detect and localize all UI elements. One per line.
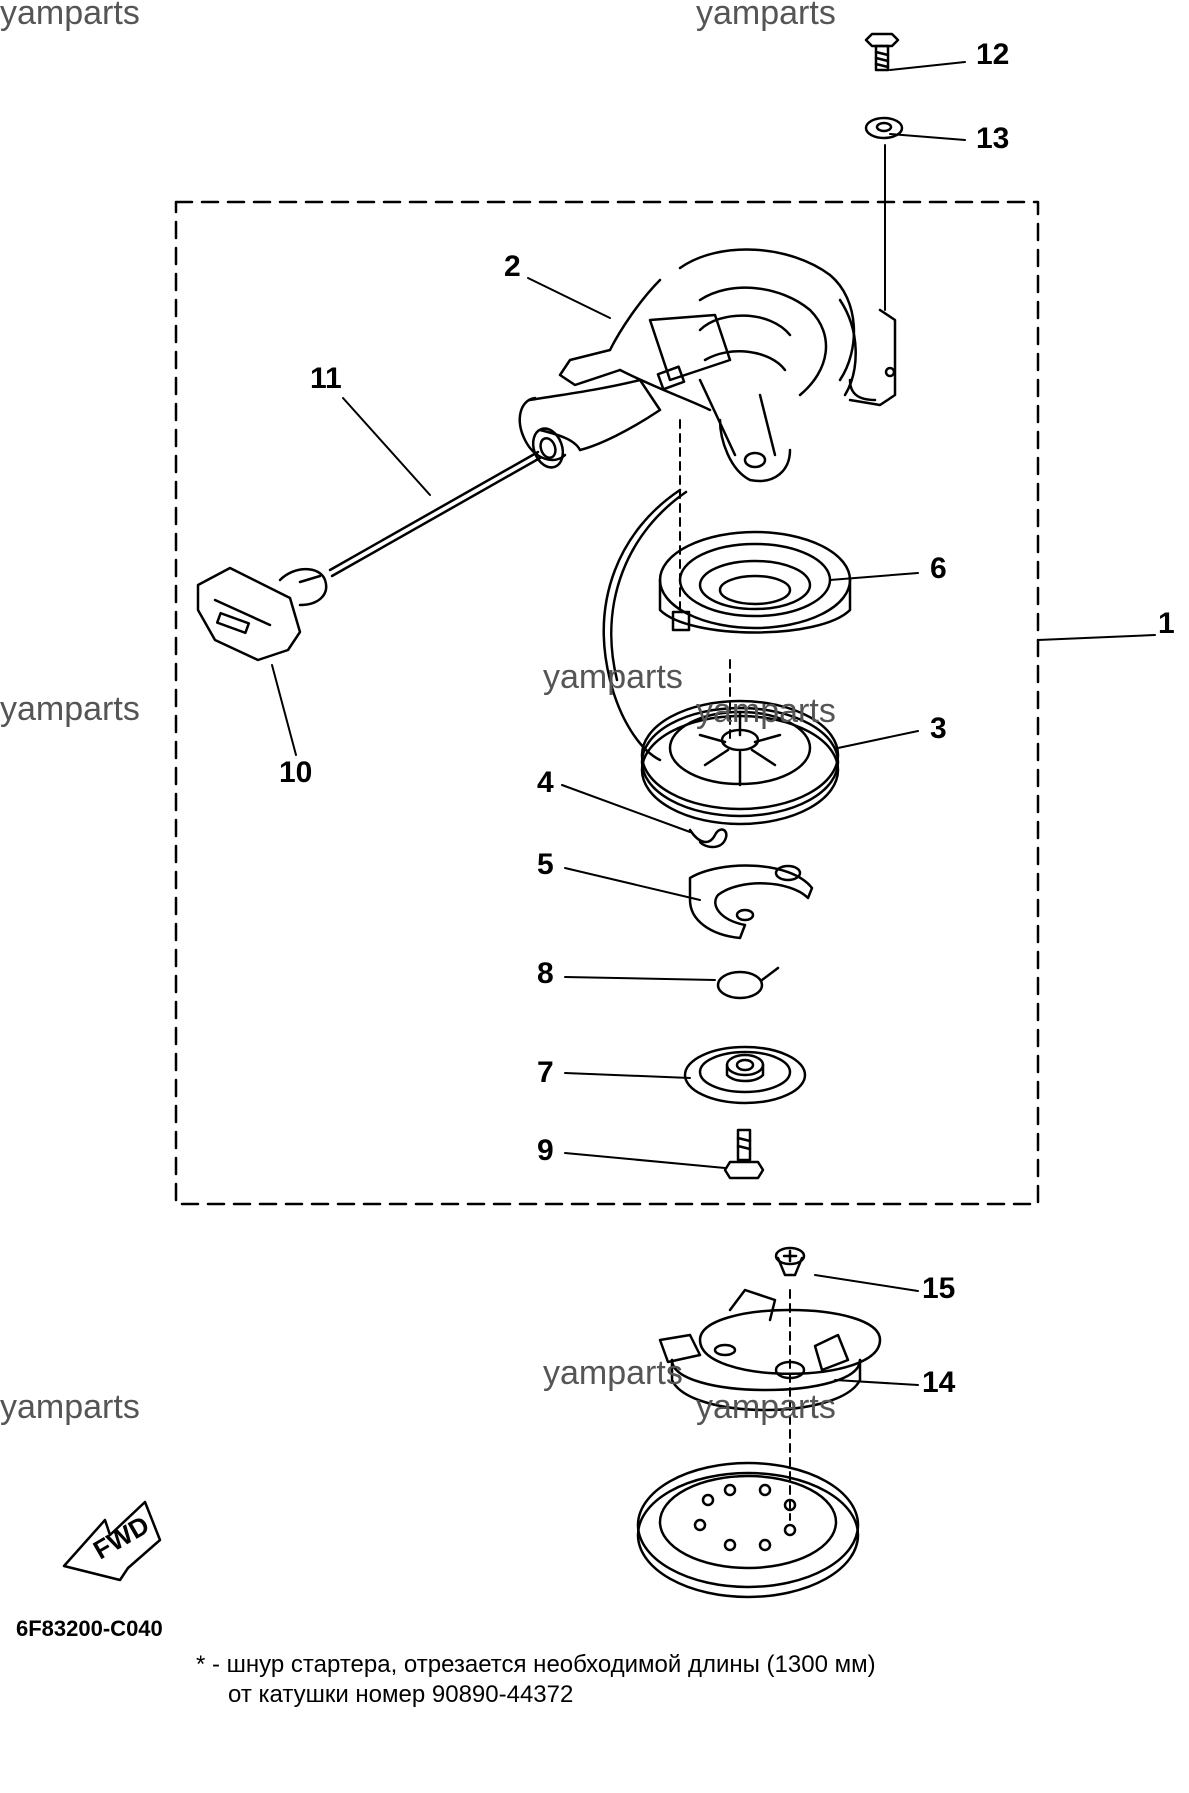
part-4-spring [688,828,728,849]
callout-12: 12 [976,38,1010,71]
callout-9: 9 [537,1134,554,1167]
callout-11: 11 [310,362,342,395]
callout-2: 2 [504,250,521,283]
part-13-washer [864,116,904,140]
callout-1: 1 [1158,607,1175,640]
fwd-label: FWD [88,1510,154,1566]
part-9-screw [723,1128,765,1180]
callout-4: 4 [537,766,554,799]
part-7-retainer-plate [683,1045,807,1105]
watermark: yamparts [543,1354,683,1392]
leader-lines [271,61,1156,1521]
diagram-code: 6F83200-C040 [16,1616,163,1641]
callout-15: 15 [922,1272,956,1305]
footnote-line-1: * - шнур стартера, отрезается необходимо… [196,1651,876,1678]
watermark: yamparts [696,1388,836,1426]
callout-6: 6 [930,552,947,585]
part-5-drive-pawl [688,864,814,940]
watermark: yamparts [0,690,140,728]
watermark: yamparts [696,0,836,32]
callout-14: 14 [922,1366,956,1399]
watermark: yamparts [0,1388,140,1426]
flywheel [636,1461,860,1599]
part-2-starter-housing [518,248,897,483]
part-3-pulley [640,699,840,826]
part-12-bolt [864,32,900,72]
callout-3: 3 [930,712,947,745]
part-14-drive-hub [658,1288,882,1412]
callout-13: 13 [976,122,1010,155]
part-8-clip [716,966,780,1000]
fwd-arrow-icon [62,1500,162,1582]
watermark: yamparts [0,0,140,32]
part-11-starter-cord [328,450,688,762]
callout-5: 5 [537,848,554,881]
part-15-screw [774,1246,806,1277]
part-10-handle [196,566,328,662]
callout-10: 10 [279,756,313,789]
callout-8: 8 [537,957,554,990]
assembly-boundary [174,200,1040,1206]
watermark: yamparts [543,658,683,696]
callout-7: 7 [537,1056,554,1089]
part-6-recoil-spring [658,530,852,634]
watermark: yamparts [696,692,836,730]
footnote-line-2: от катушки номер 90890-44372 [228,1681,574,1708]
